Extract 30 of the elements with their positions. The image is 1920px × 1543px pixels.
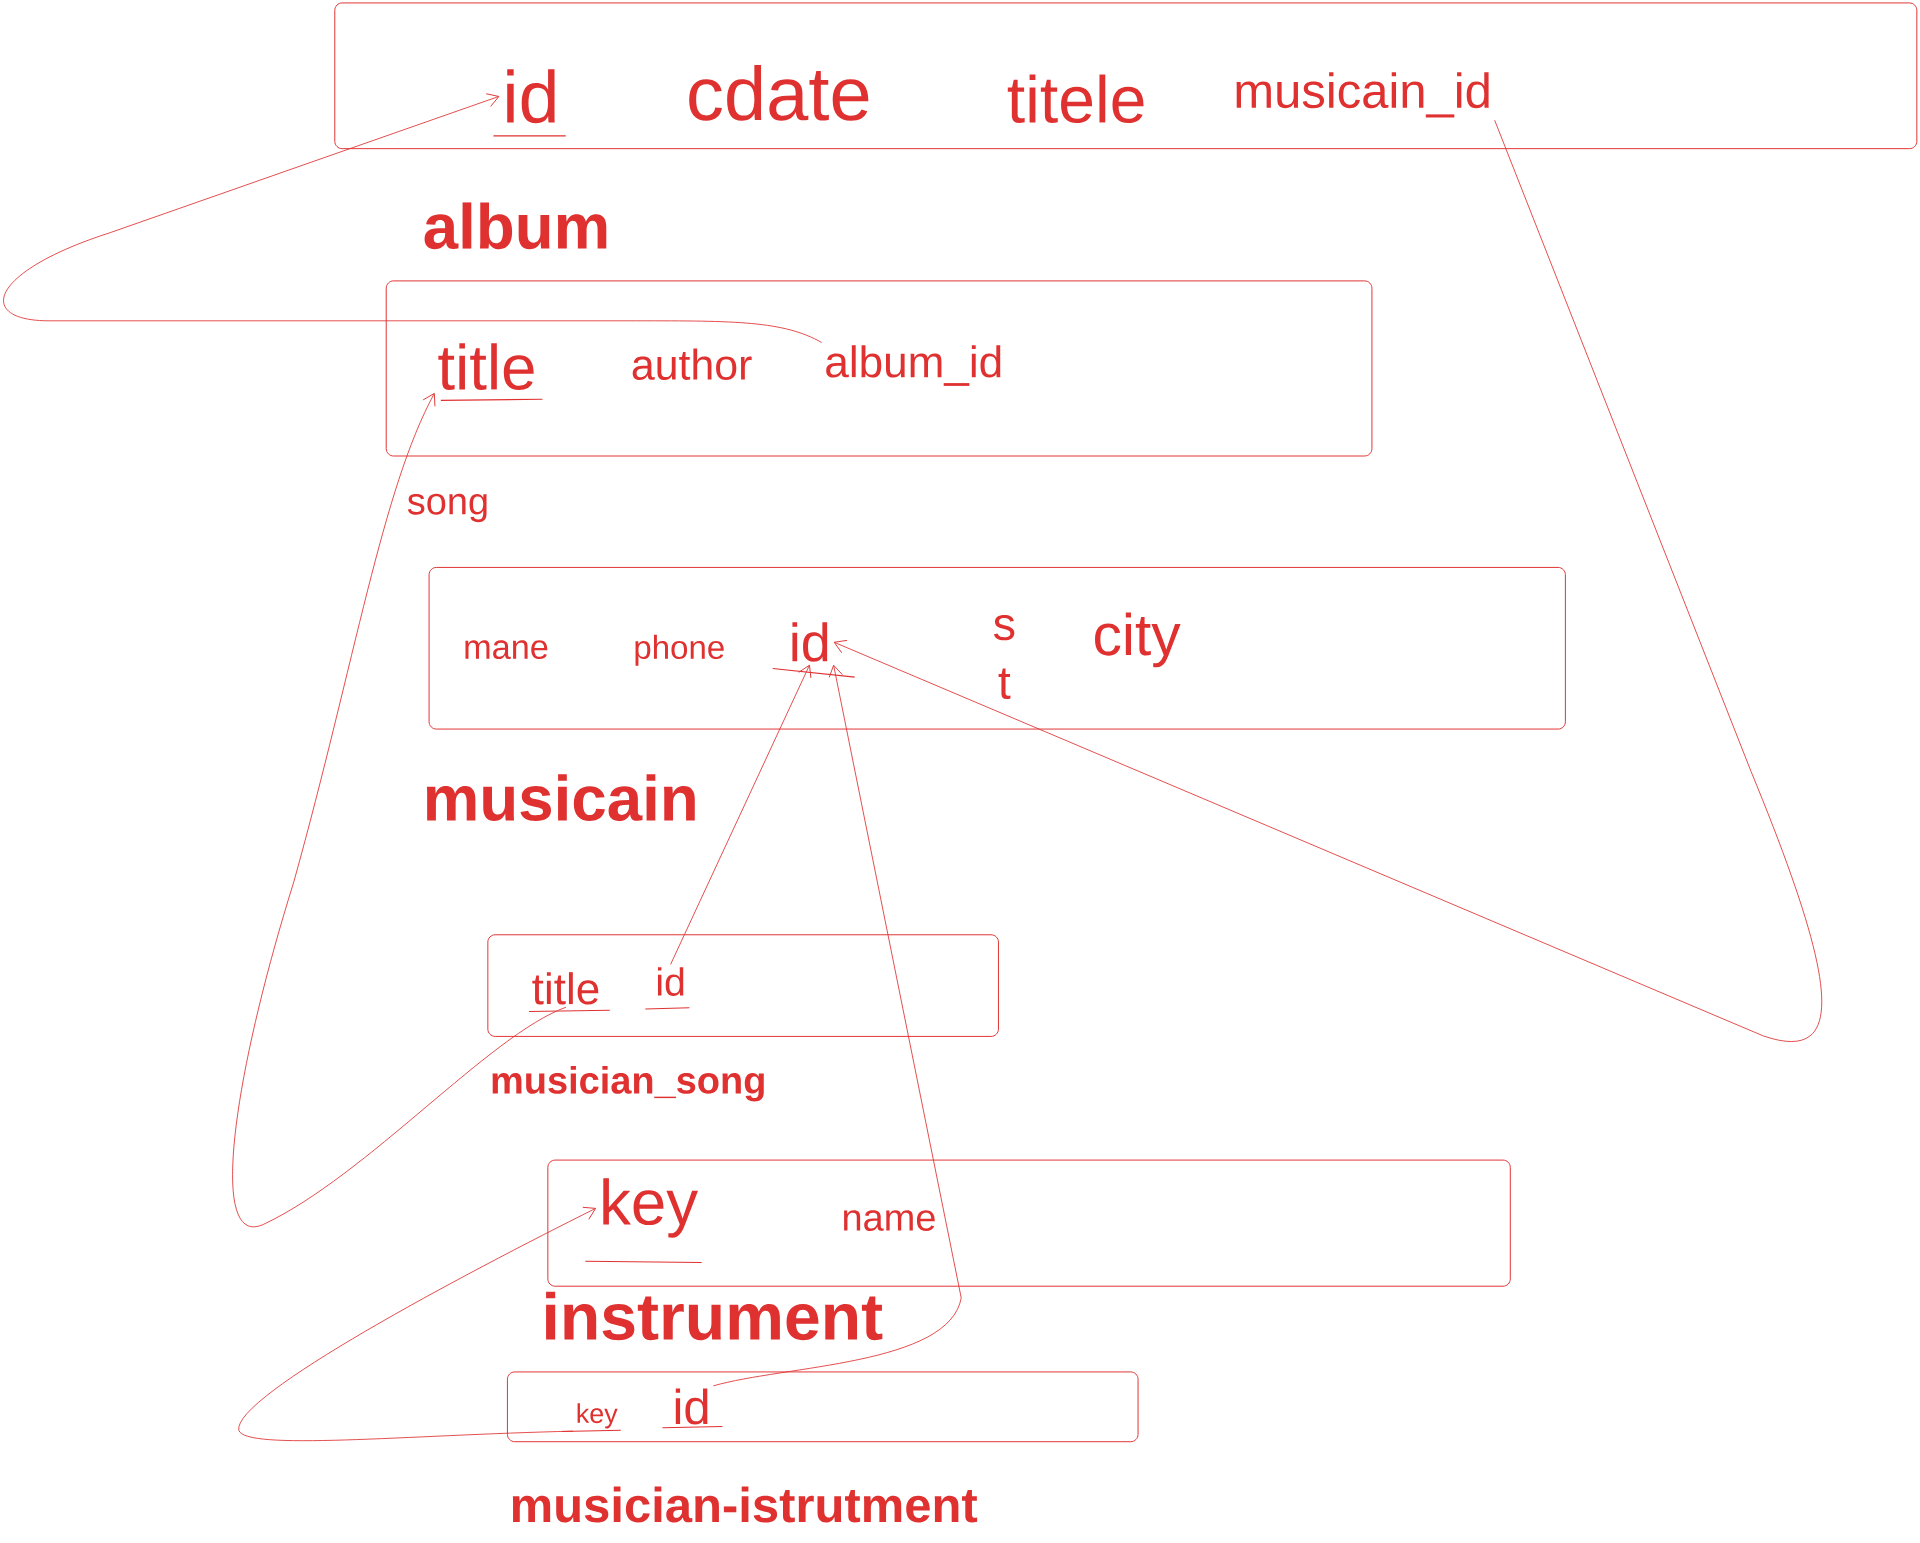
arrow <box>670 664 812 965</box>
arrow <box>3 93 823 343</box>
arrow <box>712 664 962 1387</box>
table-name: musicain <box>426 774 695 822</box>
field-name: s t <box>994 615 1015 700</box>
arrow <box>833 119 1822 1042</box>
arrow <box>238 1206 597 1442</box>
field-name: phone <box>635 634 724 666</box>
field-name: key <box>603 1178 698 1238</box>
table-name: musician-istrutment <box>512 1486 978 1523</box>
field-name: mane <box>465 640 548 660</box>
field-name: titele <box>1007 74 1144 124</box>
arrow <box>232 393 567 1228</box>
field-name: musicain_id <box>1236 72 1489 118</box>
field-name: id <box>792 622 828 662</box>
table-name: instrument <box>546 1291 883 1341</box>
field-name: cdate <box>689 65 869 121</box>
field-name: author <box>632 348 752 381</box>
field-name: album_id <box>826 345 1001 386</box>
field-name: id <box>675 1388 708 1425</box>
field-name: id <box>657 967 684 996</box>
table-name: album <box>424 202 607 250</box>
field-name: title <box>532 972 599 1005</box>
field-name: name <box>844 1210 935 1232</box>
table-name: musician_song <box>492 1066 764 1102</box>
table-name: song <box>407 493 487 523</box>
field-name: city <box>1095 612 1181 668</box>
field-name: title <box>438 343 534 391</box>
field-name: id <box>507 69 555 124</box>
field-name: key <box>577 1403 618 1429</box>
